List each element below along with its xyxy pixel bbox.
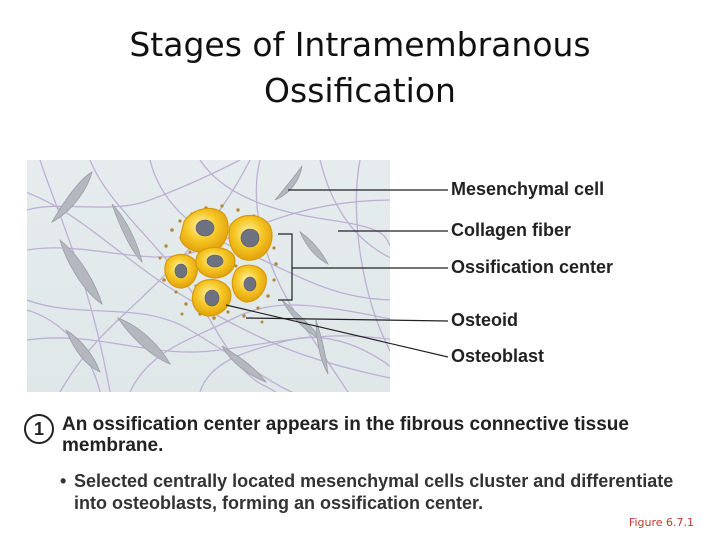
page-title: Stages of Intramembranous Ossification bbox=[0, 22, 720, 114]
leader-osteoid bbox=[245, 317, 449, 322]
label-mesenchymal-cell: Mesenchymal cell bbox=[451, 179, 605, 199]
bullet-marker: • bbox=[60, 471, 67, 491]
leader-lines bbox=[225, 189, 449, 358]
mesenchymal-cells bbox=[50, 165, 329, 383]
title-line-1: Stages of Intramembranous bbox=[129, 25, 591, 64]
figure-credit: Figure 6.7.1 bbox=[628, 516, 694, 529]
label-collagen-fiber: Collagen fiber bbox=[451, 220, 572, 240]
ossification-center-bracket bbox=[278, 233, 293, 301]
label-osteoblast: Osteoblast bbox=[451, 346, 545, 366]
label-ossification-center: Ossification center bbox=[451, 257, 614, 277]
step-bullet: • Selected centrally located mesenchymal… bbox=[60, 470, 710, 514]
leader-osteoblast bbox=[225, 304, 449, 358]
title-line-2: Ossification bbox=[264, 71, 456, 110]
label-osteoid: Osteoid bbox=[451, 310, 519, 330]
osteoblast-nuclei bbox=[174, 219, 260, 307]
tissue-panel bbox=[27, 160, 390, 392]
step-heading: An ossification center appears in the fi… bbox=[62, 414, 629, 456]
step-number-badge: 1 bbox=[24, 414, 54, 444]
osteoblast-cluster bbox=[164, 207, 273, 317]
bullet-text: Selected centrally located mesenchymal c… bbox=[74, 471, 674, 513]
